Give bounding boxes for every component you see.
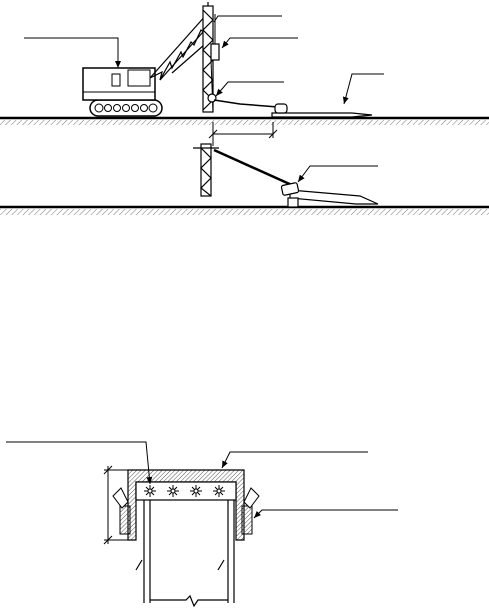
callout-cap-cover [221, 451, 368, 469]
crawler-crane [82, 67, 163, 117]
callout-cap-packing [6, 441, 153, 485]
precast-pile-raised [280, 182, 379, 208]
pile-hammer [210, 14, 220, 113]
lifting-cable-lower [213, 148, 295, 188]
callout-hammer [221, 37, 298, 49]
pile-leader-mast-lower [193, 143, 219, 197]
callout-sheave [215, 81, 284, 97]
precast-pile-lying [271, 103, 373, 118]
callout-crane [24, 37, 121, 68]
hoist-cable [213, 99, 279, 108]
callout-mast-top [213, 15, 282, 23]
callout-lifting-point [297, 165, 378, 183]
side-blocks [112, 487, 260, 535]
pile-cap-section [127, 469, 245, 541]
cap-height-dimension [103, 465, 128, 545]
packing-symbols [144, 485, 225, 497]
ground-line-upper [0, 116, 489, 125]
pile-shaft [135, 500, 235, 608]
callout-side-block [253, 509, 398, 519]
callout-pile [342, 73, 384, 105]
distance-dimension [208, 122, 278, 146]
ground-line-lower [0, 205, 489, 215]
